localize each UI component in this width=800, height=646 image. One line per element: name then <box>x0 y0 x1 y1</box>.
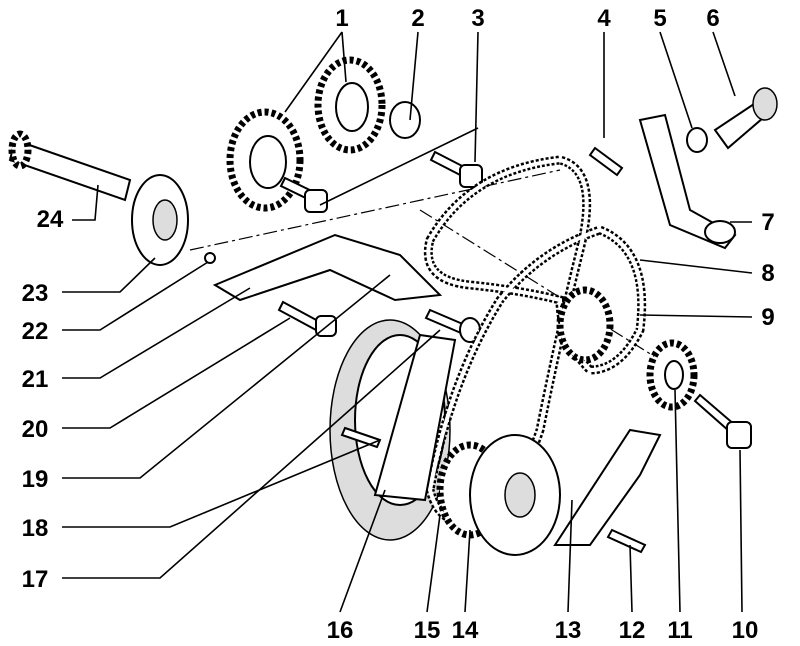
callout-7: 7 <box>761 209 774 236</box>
callout-12: 12 <box>619 617 646 644</box>
leader-lines <box>62 31 753 613</box>
callout-20: 20 <box>22 416 49 443</box>
callout-15: 15 <box>414 617 441 644</box>
bracket-part <box>212 233 443 302</box>
callout-8: 8 <box>761 260 774 287</box>
callout-22: 22 <box>22 318 49 345</box>
callout-17: 17 <box>22 566 49 593</box>
callout-21: 21 <box>22 366 49 393</box>
callout-6: 6 <box>706 5 719 32</box>
guide-rail-part <box>553 428 662 546</box>
callout-16: 16 <box>327 617 354 644</box>
guide-rail-part <box>373 333 457 502</box>
bolts <box>204 146 752 554</box>
callout-14: 14 <box>452 617 479 644</box>
callout-13: 13 <box>555 617 582 644</box>
callout-3: 3 <box>471 5 484 32</box>
callout-4: 4 <box>597 5 611 32</box>
callout-5: 5 <box>653 5 666 32</box>
alignment-line <box>419 209 661 361</box>
shaft-part <box>8 130 189 266</box>
alignment-line <box>189 169 561 251</box>
callout-11: 11 <box>667 617 692 644</box>
camshaft-sprockets <box>226 56 421 212</box>
callout-24: 24 <box>37 206 64 233</box>
callout-19: 19 <box>22 466 49 493</box>
sprocket-part <box>556 286 614 364</box>
callout-10: 10 <box>732 617 759 644</box>
tensioner-part <box>638 87 778 250</box>
callout-labels: 1 2 3 4 5 6 7 8 9 10 11 12 13 14 15 16 1… <box>22 5 775 644</box>
callout-1: 1 <box>335 5 348 32</box>
callout-18: 18 <box>22 515 49 542</box>
callout-2: 2 <box>411 5 424 32</box>
callout-23: 23 <box>22 280 49 307</box>
callout-9: 9 <box>761 304 774 331</box>
crank-hub-part <box>436 434 561 556</box>
